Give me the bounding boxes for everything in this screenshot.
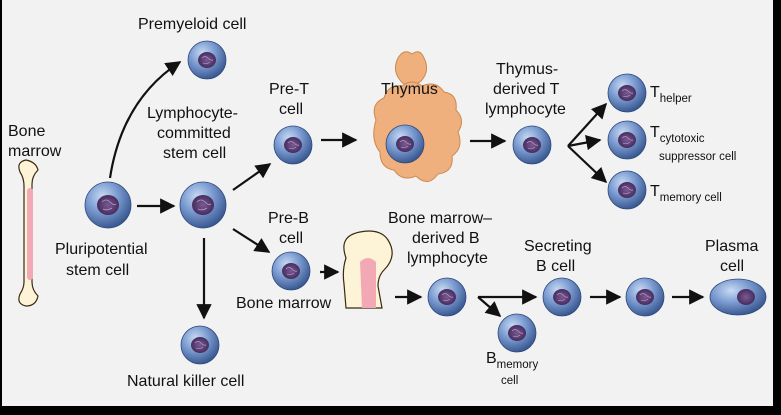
b-memory-prefix: B — [486, 350, 497, 367]
arrow-to-t-cytotoxic — [567, 134, 602, 151]
secreting-label-2: B cell — [536, 258, 576, 275]
thymus-derived-label-3: lymphocyte — [485, 101, 566, 118]
t-memory-label: Tmemory cell — [650, 183, 722, 204]
pre-t-label-1: Pre-T — [269, 81, 309, 98]
pre-t-cell-icon — [273, 125, 313, 165]
b-memory-cell-icon — [497, 313, 537, 353]
natural-killer-cell-icon — [180, 325, 220, 365]
plasma-label-1: Plasma — [705, 238, 759, 255]
pre-b-label-2: cell — [279, 230, 304, 247]
t-cytotoxic-label: Tcytotoxic — [650, 124, 705, 145]
arrow-to-b-memory — [477, 296, 502, 318]
arrow-to-pre-t — [232, 163, 272, 191]
pre-t-label-2: cell — [279, 101, 304, 118]
thymus-derived-label-2: derived T — [493, 81, 560, 98]
t-helper-cell-icon — [607, 73, 647, 113]
bone-marrow-derived-label-2: derived B — [412, 230, 480, 247]
thymus-label: Thymus — [381, 81, 438, 98]
t-cytotoxic-cell-icon — [607, 120, 647, 160]
bone-marrow-middle-bone-icon — [342, 230, 393, 309]
premyeloid-label: Premyeloid cell — [138, 16, 247, 33]
t-helper-subscript: helper — [659, 93, 692, 105]
plasma-cell-icon — [709, 278, 767, 316]
pre-b-label-1: Pre-B — [268, 210, 309, 227]
bone-marrow-bone-icon — [18, 159, 39, 307]
t-memory-cell-icon — [607, 170, 647, 210]
t-cytotoxic-prefix: T — [650, 124, 660, 141]
t-memory-prefix: T — [650, 183, 660, 200]
lymphocyte-committed-label-3: stem cell — [163, 145, 227, 162]
b-memory-label-2: cell — [501, 375, 519, 387]
arrow-to-t-memory — [567, 145, 608, 184]
secreting-b-cell-icon — [542, 277, 582, 317]
plasma-label-2: cell — [720, 258, 745, 275]
arrow-to-t-helper — [567, 102, 608, 147]
arrows — [108, 61, 705, 320]
natural-killer-label: Natural killer cell — [127, 373, 245, 390]
t-helper-prefix: T — [650, 84, 660, 101]
lymphocyte-committed-cell-icon — [179, 181, 227, 229]
bone-marrow-top-label-2: marrow — [8, 143, 62, 160]
pluripotential-label-1: Pluripotential — [55, 241, 148, 258]
t-cytotoxic-label-2: suppressor cell — [659, 151, 737, 163]
premyeloid-cell-icon — [187, 40, 227, 80]
thymus-cell-icon — [385, 124, 425, 164]
lymphocyte-committed-label-2: committed — [157, 125, 231, 142]
arrow-to-pre-b — [232, 228, 271, 253]
pluripotential-label-2: stem cell — [66, 262, 130, 279]
thymus-organ-icon — [373, 51, 462, 182]
arrow-to-premyeloid — [108, 61, 182, 179]
bone-marrow-middle-label: Bone marrow — [236, 295, 332, 312]
t-memory-subscript: memory cell — [659, 192, 722, 204]
t-helper-label: Thelper — [650, 84, 692, 105]
thymus-derived-label-1: Thymus- — [496, 61, 559, 78]
bone-marrow-derived-b-cell-icon — [427, 277, 467, 317]
secreting-label-1: Secreting — [524, 238, 592, 255]
bone-marrow-derived-label-3: lymphocyte — [407, 250, 488, 267]
intermediate-b-cell-icon — [625, 277, 665, 317]
b-memory-subscript: memory — [496, 359, 539, 371]
t-cytotoxic-subscript: cytotoxic — [659, 133, 705, 145]
thymus-derived-t-cell-icon — [512, 125, 552, 165]
bone-marrow-derived-label-1: Bone marrow– — [388, 210, 493, 227]
pre-b-cell-icon — [271, 251, 311, 291]
bone-marrow-top-label-1: Bone — [8, 123, 46, 140]
lymphocyte-committed-label-1: Lymphocyte- — [147, 105, 238, 122]
pluripotential-cell-icon — [84, 181, 132, 229]
b-memory-label: Bmemory — [486, 350, 539, 371]
